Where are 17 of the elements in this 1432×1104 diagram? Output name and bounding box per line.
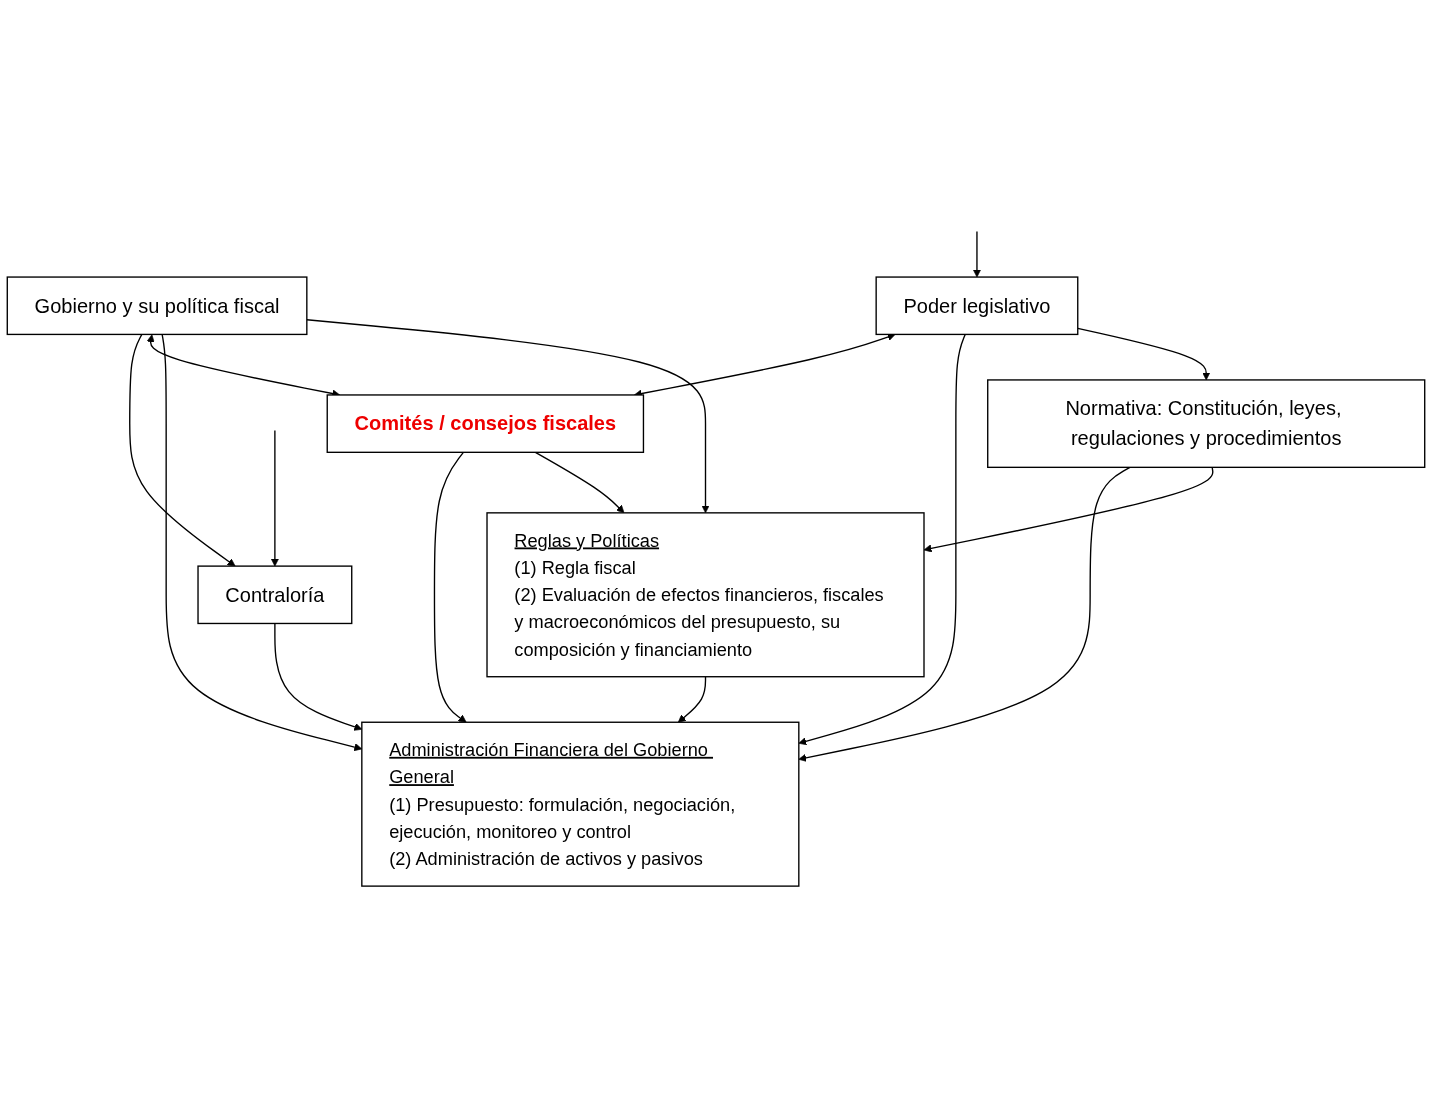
node-box: Reglas y Políticas (1) Regla fiscal (2) Evaluación de efectos financieros, fiscales y macroeconómicos del presupuesto, su composición y financiamiento <box>486 512 925 678</box>
arrow <box>534 451 625 514</box>
arrow <box>677 676 707 723</box>
node-box: Contraloría <box>197 565 353 625</box>
arrow <box>433 451 467 723</box>
arrow <box>798 466 1131 762</box>
arrow <box>270 429 279 567</box>
node-box: Administración Financiera del Gobierno General (1) Presupuesto: formulación, negociación, ejecución, monitoreo y control (2) Administración de activos y pasivos <box>361 721 800 887</box>
arrow <box>1077 327 1211 381</box>
node-box: Comités / consejos fiscales <box>326 394 645 453</box>
node-box: Gobierno y su política fiscal <box>6 276 308 336</box>
node-box: Poder legislativo <box>875 276 1079 336</box>
arrow <box>306 319 710 514</box>
arrow <box>129 333 236 567</box>
arrow <box>798 333 966 746</box>
node-box: Normativa: Constitución, leyes, regulaciones y procedimientos <box>987 379 1426 468</box>
arrow <box>972 230 981 278</box>
